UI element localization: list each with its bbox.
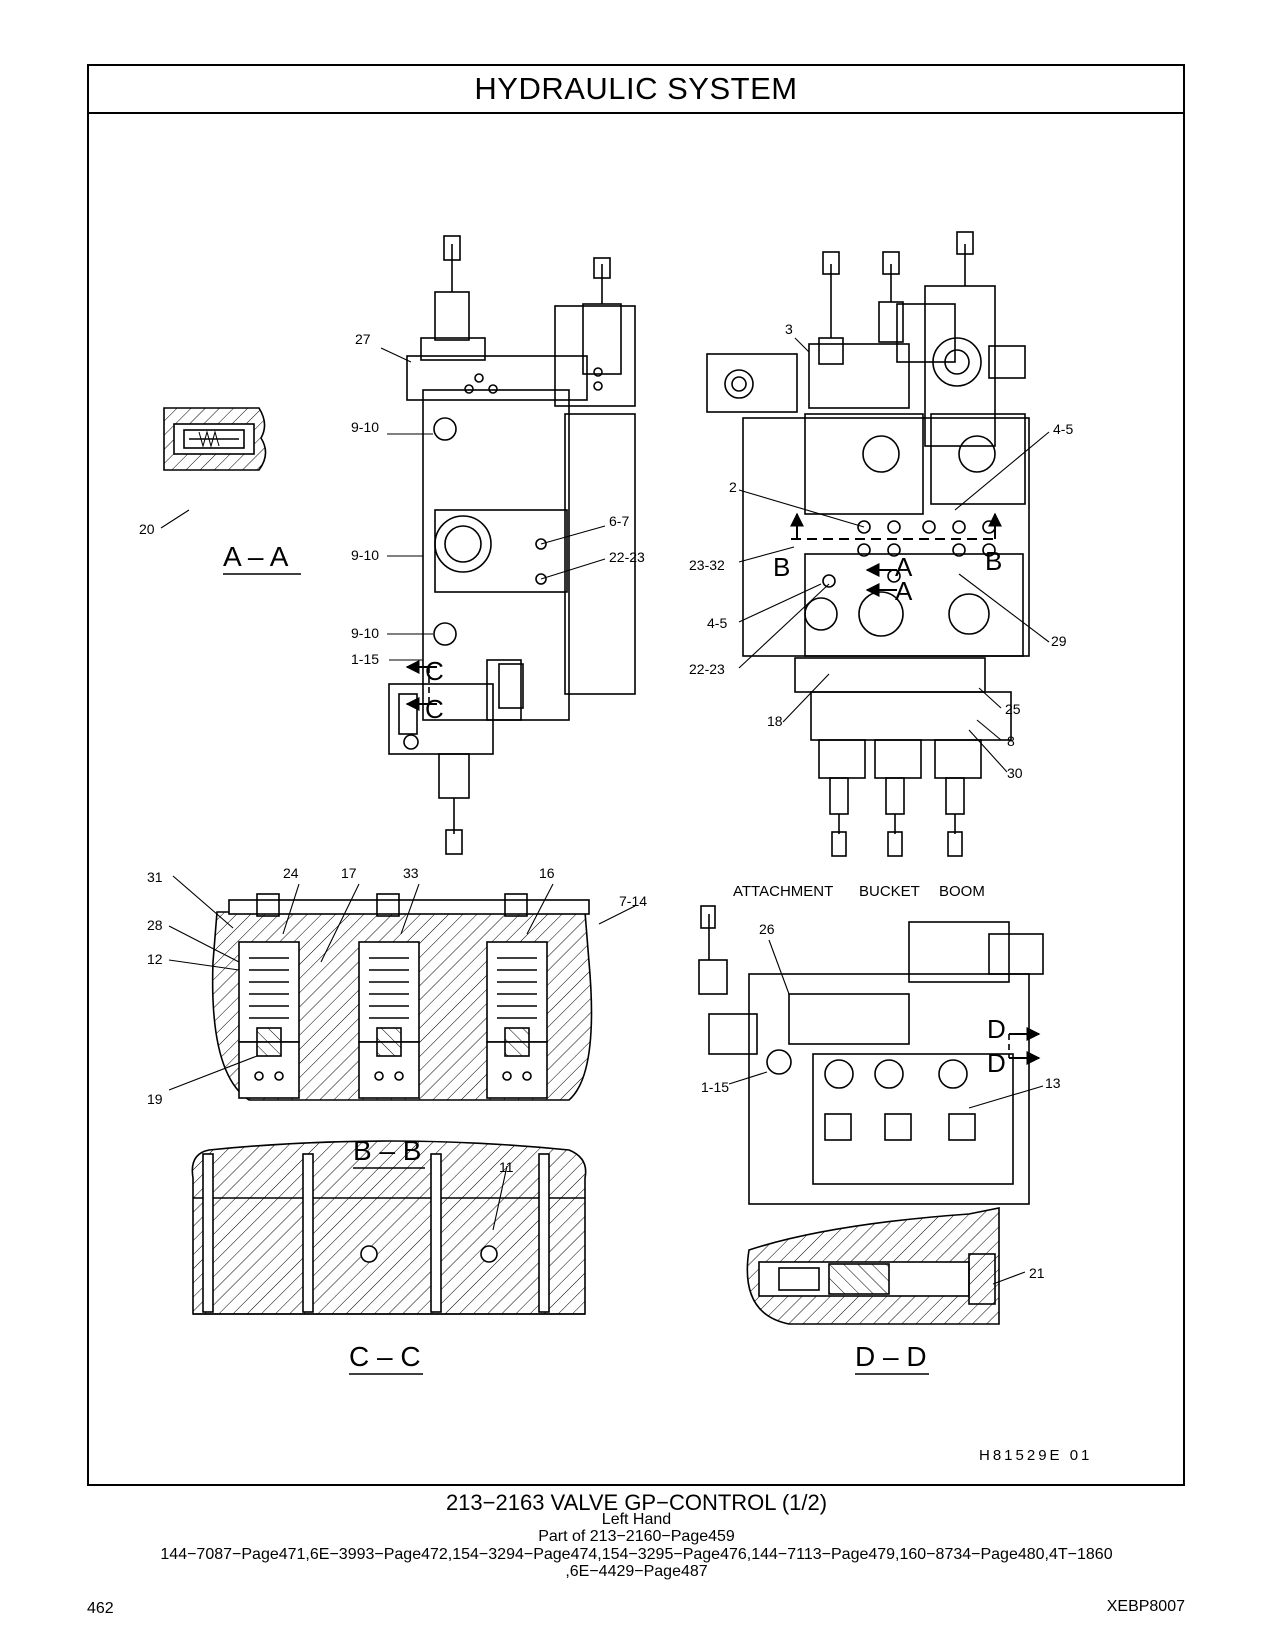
marker-c-top: C [425,656,444,686]
document-code: XEBP8007 [1106,1598,1185,1615]
right-valve-elevation [706,231,1030,857]
callout-13: 13 [1045,1075,1061,1091]
callout-9-10-middle: 9-10 [351,547,379,563]
section-cc-view [191,1140,587,1315]
callout-16: 16 [539,865,555,881]
callout-17: 17 [341,865,357,881]
callout-9-10-top: 9-10 [351,419,379,435]
callout-22-23-right: 22-23 [689,661,725,677]
label-boom: BOOM [939,883,985,900]
marker-b-right: B [985,546,1002,576]
callout-30: 30 [1007,765,1023,781]
callout-3: 3 [785,321,793,337]
marker-d-bottom: D [987,1048,1006,1078]
callout-20: 20 [139,521,155,537]
left-valve-elevation [388,235,636,855]
callout-27: 27 [355,331,371,347]
section-bb-view [211,893,593,1101]
section-label-cc: C – C [349,1341,421,1372]
callout-18: 18 [767,713,783,729]
callout-6-7: 6-7 [609,513,629,529]
callout-33: 33 [403,865,419,881]
marker-c-bottom: C [425,694,444,724]
lower-right-valve-view [698,905,1044,1205]
callout-24: 24 [283,865,299,881]
section-label-bb: B – B [353,1135,421,1166]
caption-references-line2: ,6E−4429−Page487 [565,1563,708,1580]
page-number: 462 [87,1600,114,1617]
section-label-dd: D – D [855,1341,927,1372]
section-dd-view [746,1207,1000,1325]
section-label-aa: A – A [223,541,289,572]
callout-31: 31 [147,869,163,885]
caption-references-line1: 144−7087−Page471,6E−3993−Page472,154−329… [160,1546,1113,1563]
hydraulic-valve-drawing: 27 9-10 9-10 9-10 1-15 6-7 22-23 20 3 4-… [139,231,1092,1464]
callout-29: 29 [1051,633,1067,649]
figure-caption: 213−2163 VALVE GP−CONTROL (1/2) [445,1490,828,1515]
callout-23-32: 23-32 [689,557,725,573]
callout-25: 25 [1005,701,1021,717]
marker-a-bottom: A [895,576,913,606]
callout-21: 21 [1029,1265,1045,1281]
marker-a-top: A [895,552,913,582]
leader-lines [160,337,1050,1285]
callout-22-23-left: 22-23 [609,549,645,565]
callout-28: 28 [147,917,163,933]
callout-1-15-left: 1-15 [351,651,379,667]
section-aa-view [163,407,267,471]
caption-side: Left Hand [601,1511,672,1528]
callout-8: 8 [1007,733,1015,749]
page-title: HYDRAULIC SYSTEM [89,66,1183,114]
label-bucket: BUCKET [859,883,920,900]
callout-4-5-left: 4-5 [707,615,727,631]
callout-7-14: 7-14 [619,893,647,909]
callout-12: 12 [147,951,163,967]
callout-26: 26 [759,921,775,937]
caption-part-of: Part of 213−2160−Page459 [538,1528,735,1545]
marker-b-left: B [773,552,790,582]
callout-1-15-right: 1-15 [701,1079,729,1095]
callout-2: 2 [729,479,737,495]
marker-d-top: D [987,1014,1006,1044]
drawing-frame: HYDRAULIC SYSTEM [87,64,1185,1486]
callout-9-10-bottom: 9-10 [351,625,379,641]
callout-11: 11 [499,1159,514,1175]
drawing-id: H81529E 01 [979,1447,1092,1464]
callout-4-5-right: 4-5 [1053,421,1073,437]
label-attachment: ATTACHMENT [733,883,833,900]
callout-19: 19 [147,1091,163,1107]
